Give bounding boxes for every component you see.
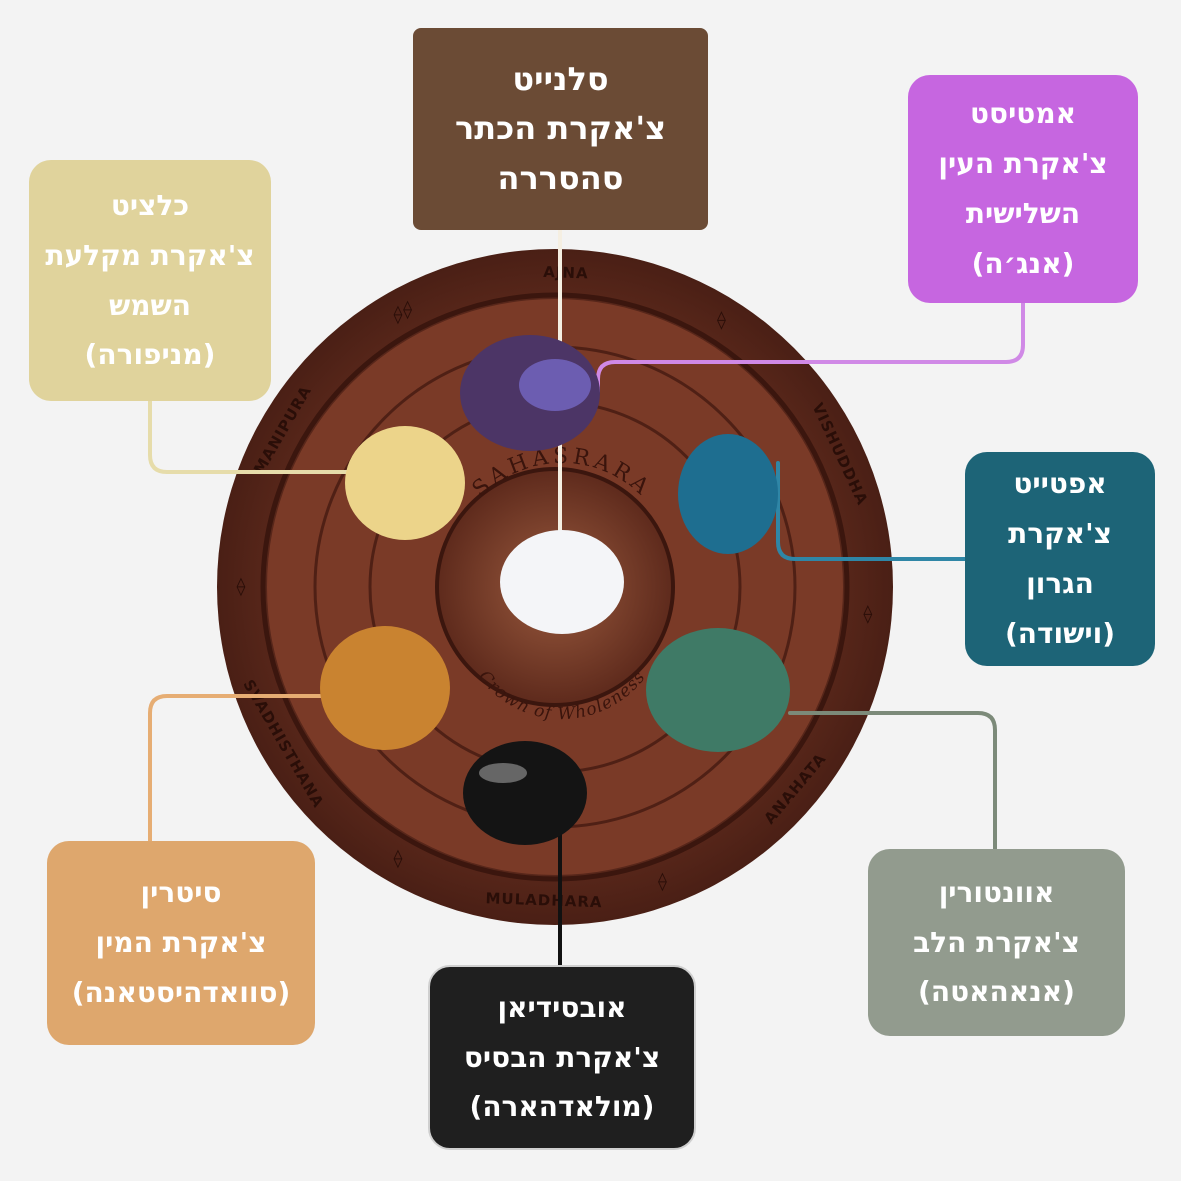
calcite-line-2: השמש	[109, 288, 191, 322]
selenite-name: סלנייט	[512, 59, 609, 98]
citrine-name: סיטרין	[140, 876, 222, 910]
selenite-line-1: צ'אקרת הכתר	[454, 109, 667, 148]
apatite-line-2: הגרון	[1026, 567, 1094, 600]
rim-symbol-icon: ⟠	[403, 299, 412, 320]
rim-symbol-icon: ⟠	[237, 576, 246, 597]
rim-symbols: ⟠⟠⟠⟠⟠⟠⟠	[237, 299, 873, 892]
calcite-connector	[148, 399, 370, 474]
obsidian-label: אובסידיאן צ'אקרת הבסיס (מולאדהארה)	[428, 965, 696, 1150]
obsidian-line-1: צ'אקרת הבסיס	[463, 1040, 661, 1074]
obsidian-stone-highlight	[479, 763, 527, 783]
apatite-stone	[678, 434, 778, 554]
aventurine-stone	[646, 628, 790, 752]
amethyst-connector	[596, 301, 1025, 394]
stones	[320, 335, 790, 845]
calcite-line-3: (מניפורה)	[84, 338, 216, 372]
aventurine-name: אוונטורין	[938, 875, 1055, 909]
citrine-label: סיטרין צ'אקרת המין (סוואדהיסטאנה)	[47, 841, 315, 1045]
rim-word-muladhara: MULADHARA	[485, 889, 603, 911]
calcite-stone	[345, 426, 465, 540]
apatite-connector	[776, 461, 967, 561]
amethyst-name: אמטיסט	[970, 97, 1076, 131]
obsidian-stone	[463, 741, 587, 845]
rim-symbol-icon: ⟠	[394, 848, 403, 869]
amethyst-stone-highlight	[519, 359, 591, 411]
citrine-stone	[320, 626, 450, 750]
obsidian-line-2: (מולאדהארה)	[469, 1090, 655, 1124]
citrine-line-2: (סוואדהיסטאנה)	[71, 975, 291, 1009]
citrine-line-1: צ'אקרת המין	[95, 926, 267, 960]
citrine-connector	[148, 694, 332, 843]
apatite-label: אפטייט צ'אקרת הגרון (וישודה)	[965, 452, 1155, 666]
amethyst-line-1: צ'אקרת העין	[938, 147, 1108, 181]
rim-symbol-icon: ⟠	[394, 304, 403, 325]
apatite-line-3: (וישודה)	[1005, 616, 1115, 650]
connector-lines	[148, 228, 1025, 967]
aventurine-line-2: (אנאהאטה)	[918, 975, 1075, 1009]
selenite-label: סלנייט צ'אקרת הכתר סהסררה	[413, 28, 708, 230]
aventurine-label: אוונטורין צ'אקרת הלב (אנאהאטה)	[868, 849, 1125, 1036]
rim-symbol-icon: ⟠	[658, 871, 667, 892]
amethyst-line-2: השלישית	[965, 197, 1081, 230]
aventurine-connector	[788, 711, 997, 851]
bowl-rim-ring	[260, 292, 850, 882]
rim-symbol-icon: ⟠	[717, 310, 726, 331]
apatite-name: אפטייט	[1013, 467, 1107, 501]
amethyst-line-3: (אנג׳ה)	[971, 246, 1075, 280]
aventurine-line-1: צ'אקרת הלב	[913, 925, 1080, 959]
rim-symbol-icon: ⟠	[863, 603, 872, 624]
apatite-line-1: צ'אקרת	[1008, 517, 1112, 551]
selenite-stone	[500, 530, 624, 634]
calcite-name: כלציט	[110, 188, 190, 222]
selenite-line-2: סהסררה	[497, 158, 624, 197]
calcite-line-1: צ'אקרת מקלעת	[45, 238, 255, 272]
rim-word-ajna: AJNA	[543, 263, 589, 283]
obsidian-name: אובסידיאן	[497, 990, 627, 1024]
calcite-label: כלציט צ'אקרת מקלעת השמש (מניפורה)	[29, 160, 271, 401]
amethyst-label: אמטיסט צ'אקרת העין השלישית (אנג׳ה)	[908, 75, 1138, 303]
